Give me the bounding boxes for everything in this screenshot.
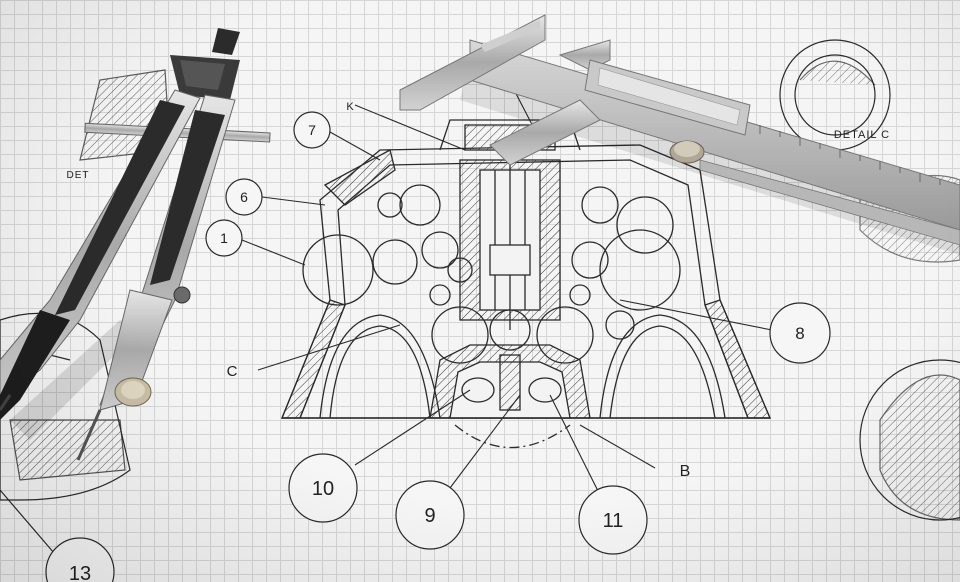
detail-c-label: DETAIL C xyxy=(834,129,890,141)
callout-13-balloon xyxy=(45,537,115,582)
callout-11-balloon xyxy=(578,485,648,555)
callout-8-balloon xyxy=(769,302,831,364)
callout-balloons xyxy=(45,111,831,582)
callout-10-balloon xyxy=(288,453,358,523)
callout-10-label: 10 xyxy=(312,478,334,500)
callout-b-label: B xyxy=(680,463,691,480)
callout-6-balloon xyxy=(225,178,263,216)
detail-left-label: DET xyxy=(67,170,90,181)
callout-13-label: 13 xyxy=(69,563,91,582)
compass-handle xyxy=(212,28,240,55)
compass-needle xyxy=(76,409,102,461)
callout-9-balloon xyxy=(395,480,465,550)
callout-8-label: 8 xyxy=(795,324,804,343)
compass xyxy=(0,28,271,461)
callout-7-balloon xyxy=(293,111,331,149)
callout-7-label: 7 xyxy=(308,122,316,138)
caliper xyxy=(399,14,960,255)
callout-9-label: 9 xyxy=(424,505,435,527)
callout-6-label: 6 xyxy=(240,189,248,205)
callout-11-label: 11 xyxy=(603,510,624,532)
callout-labels: 7 6 1 8 10 9 11 13 B C K DETAIL C DET xyxy=(67,101,890,582)
callout-k-label: K xyxy=(346,101,354,113)
callout-1-balloon xyxy=(205,219,243,257)
engine-section-drawing xyxy=(281,119,771,449)
right-detail-drawing xyxy=(779,39,960,521)
callout-1-label: 1 xyxy=(220,230,228,246)
callout-c-label: C xyxy=(227,363,238,380)
